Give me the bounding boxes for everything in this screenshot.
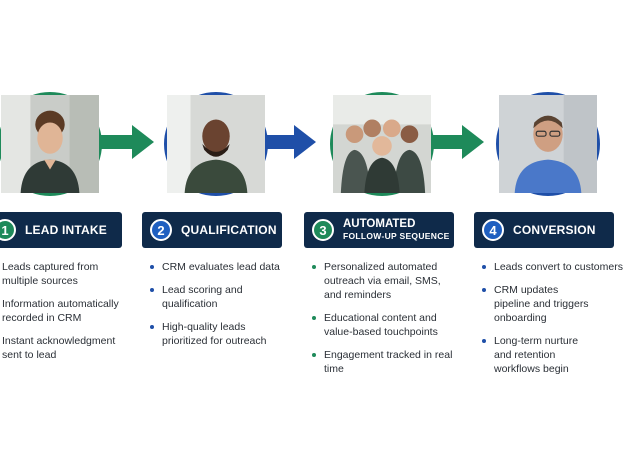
arrow-right-icon (266, 125, 316, 159)
list-item: Instant acknowledgment sent to lead (2, 335, 116, 361)
step-3-title-line-1: AUTOMATED (343, 218, 416, 230)
list-item: Personalized automated outreach via emai… (310, 260, 458, 302)
list-item: Engagement tracked in real time (310, 348, 458, 376)
step-3-card: 3 AUTOMATED FOLLOW-UP SEQUENCE (304, 212, 454, 248)
arrow-right-icon (100, 125, 154, 159)
step-3-number: 3 (312, 219, 334, 241)
list-item: High-quality leads prioritized for outre… (148, 320, 280, 348)
step-4-card: 4 CONVERSION (474, 212, 614, 248)
list-item: Long-term nurture and retention workflow… (480, 334, 596, 376)
list-item: Lead scoring and qualification (148, 283, 280, 311)
step-1-number: 1 (0, 219, 16, 241)
step-2-bullets: CRM evaluates lead data Lead scoring and… (148, 260, 280, 357)
step-3-title: AUTOMATED FOLLOW-UP SEQUENCE (343, 218, 450, 242)
step-4-number: 4 (482, 219, 504, 241)
list-item: Leads convert to customers (480, 260, 623, 274)
woman-portrait-icon (1, 95, 99, 193)
step-4-bullets: Leads convert to customers CRM updates p… (480, 260, 623, 385)
step-3-photo (330, 92, 434, 196)
list-item: Educational content and value-based touc… (310, 311, 458, 339)
step-1-photo (0, 92, 102, 196)
step-2-title: QUALIFICATION (181, 223, 277, 237)
step-1-bullets: Leads captured from multiple sources Inf… (2, 260, 122, 371)
step-2-photo (164, 92, 268, 196)
step-2-card: 2 QUALIFICATION (142, 212, 282, 248)
list-item: CRM evaluates lead data (148, 260, 280, 274)
step-4-photo (496, 92, 600, 196)
step-1-title: LEAD INTAKE (25, 223, 107, 237)
list-item: CRM updates pipeline and triggers onboar… (480, 283, 596, 325)
list-item: Leads captured from multiple sources (2, 261, 99, 287)
step-4-title: CONVERSION (513, 223, 596, 237)
step-1-card: 1 LEAD INTAKE (0, 212, 122, 248)
step-3-bullets: Personalized automated outreach via emai… (310, 260, 458, 385)
step-2-number: 2 (150, 219, 172, 241)
arrow-right-icon (432, 125, 484, 159)
list-item: Information automatically recorded in CR… (2, 298, 119, 324)
team-portrait-icon (333, 95, 431, 193)
customer-portrait-icon (499, 95, 597, 193)
process-diagram: 1 LEAD INTAKE 2 QUALIFICATION 3 AUTOMATE… (0, 92, 623, 385)
man-portrait-icon (167, 95, 265, 193)
step-3-title-line-2: FOLLOW-UP SEQUENCE (343, 231, 450, 241)
